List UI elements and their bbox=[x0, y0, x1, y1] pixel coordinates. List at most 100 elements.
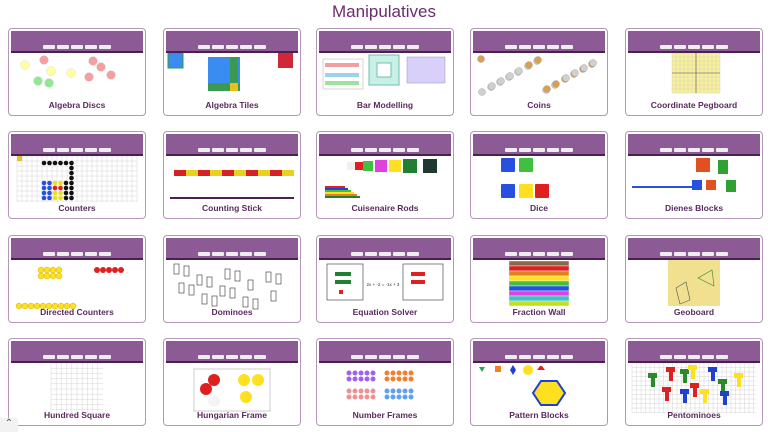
counter bbox=[364, 370, 370, 376]
thumb-shape bbox=[230, 83, 238, 91]
stick-segment bbox=[210, 170, 222, 176]
card-dominoes[interactable]: Dominoes bbox=[163, 235, 301, 323]
toolbar-buttons bbox=[628, 36, 760, 54]
counter bbox=[390, 388, 396, 394]
card-number-frames[interactable]: Number Frames bbox=[316, 338, 454, 426]
domino bbox=[211, 295, 218, 307]
rod bbox=[726, 180, 736, 192]
counter bbox=[370, 370, 376, 376]
stick-segment bbox=[174, 170, 186, 176]
disc bbox=[46, 66, 56, 76]
counter bbox=[358, 394, 364, 400]
card-label: Dienes Blocks bbox=[664, 203, 724, 213]
card-algebra-tiles[interactable]: Algebra Tiles bbox=[163, 28, 301, 116]
thumbnail-toolbar bbox=[166, 341, 298, 363]
counter bbox=[402, 388, 408, 394]
thumb-shape bbox=[17, 156, 22, 161]
card-label: Geoboard bbox=[673, 307, 715, 317]
fraction-row bbox=[508, 270, 570, 277]
card-counting-stick[interactable]: Counting Stick bbox=[163, 131, 301, 219]
fraction-row bbox=[508, 265, 570, 272]
card-geoboard[interactable]: Geoboard bbox=[625, 235, 763, 323]
thumb-shape bbox=[208, 395, 220, 407]
counter bbox=[37, 266, 45, 274]
card-dienes-blocks[interactable]: Dienes Blocks bbox=[625, 131, 763, 219]
domino bbox=[188, 284, 195, 296]
card-pentominoes[interactable]: Pentominoes bbox=[625, 338, 763, 426]
toolbar-buttons bbox=[319, 139, 451, 157]
pentomino bbox=[718, 379, 727, 384]
counter bbox=[41, 180, 47, 186]
stick-segment bbox=[270, 170, 282, 176]
card-fraction-wall[interactable]: Fraction Wall bbox=[470, 235, 608, 323]
thumbnail-preview bbox=[479, 365, 567, 406]
counter bbox=[402, 394, 408, 400]
counter bbox=[69, 185, 74, 191]
counter bbox=[37, 272, 45, 280]
fraction-row bbox=[508, 285, 570, 292]
counter bbox=[370, 376, 376, 382]
card-hundred-square[interactable]: Hundred Square bbox=[8, 338, 146, 426]
thumbnail-preview: 2x + -2 = -1x + 3 bbox=[326, 263, 444, 301]
counter bbox=[55, 266, 63, 274]
domino bbox=[275, 273, 282, 285]
card-bar-modelling[interactable]: Bar Modelling bbox=[316, 28, 454, 116]
card-hungarian-frame[interactable]: Hungarian Frame bbox=[163, 338, 301, 426]
thumbnail-preview bbox=[170, 170, 294, 199]
toolbar-buttons bbox=[628, 139, 760, 157]
coin bbox=[552, 80, 560, 88]
thumb-shape bbox=[479, 367, 485, 372]
thumb-shape bbox=[523, 365, 533, 375]
domino bbox=[224, 268, 231, 280]
toolbar-buttons bbox=[166, 36, 298, 54]
die bbox=[501, 184, 515, 198]
counter bbox=[396, 370, 402, 376]
counter bbox=[346, 370, 352, 376]
band bbox=[697, 269, 715, 287]
chevron-up-icon[interactable]: ⌃ bbox=[0, 418, 18, 432]
thumb-shape bbox=[411, 272, 425, 276]
domino bbox=[265, 271, 272, 283]
pentomino bbox=[708, 367, 717, 372]
pentomino bbox=[690, 383, 699, 388]
page-title: Manipulatives bbox=[332, 2, 436, 21]
coin bbox=[515, 67, 523, 75]
die bbox=[519, 184, 533, 198]
coin bbox=[589, 59, 597, 67]
counter bbox=[402, 370, 408, 376]
die bbox=[535, 184, 549, 198]
thumbnail-toolbar bbox=[628, 238, 760, 260]
thumbnail-preview bbox=[50, 363, 103, 413]
counter bbox=[94, 267, 100, 273]
thumb-shape bbox=[325, 81, 359, 85]
equation-text: 2x + -2 = -1x + 3 bbox=[367, 282, 400, 287]
thumbnail-toolbar bbox=[319, 341, 451, 363]
card-directed-counters[interactable]: Directed Counters bbox=[8, 235, 146, 323]
counter bbox=[396, 376, 402, 382]
pentomino bbox=[683, 374, 687, 383]
card-label: Coins bbox=[527, 100, 551, 110]
card-cuisenaire-rods[interactable]: Cuisenaire Rods bbox=[316, 131, 454, 219]
card-counters[interactable]: Counters bbox=[8, 131, 146, 219]
pentomino bbox=[666, 367, 675, 372]
card-coordinate-pegboard[interactable]: Coordinate Pegboard bbox=[625, 28, 763, 116]
card-dice[interactable]: Dice bbox=[470, 131, 608, 219]
counter bbox=[41, 160, 47, 166]
pentomino bbox=[693, 388, 697, 397]
thumbnail-toolbar bbox=[473, 341, 605, 363]
counter bbox=[49, 266, 57, 274]
counter bbox=[47, 185, 52, 191]
domino bbox=[242, 296, 249, 308]
rod bbox=[718, 160, 728, 174]
card-coins[interactable]: Coins bbox=[470, 28, 608, 116]
card-label: Hundred Square bbox=[43, 410, 111, 420]
pentomino bbox=[691, 370, 695, 379]
counter bbox=[358, 370, 364, 376]
pentomino bbox=[720, 391, 729, 396]
counter bbox=[408, 376, 414, 382]
card-pattern-blocks[interactable]: Pattern Blocks bbox=[470, 338, 608, 426]
card-algebra-discs[interactable]: Algebra Discs bbox=[8, 28, 146, 116]
disc bbox=[44, 78, 54, 88]
thumb-shape bbox=[238, 374, 250, 386]
